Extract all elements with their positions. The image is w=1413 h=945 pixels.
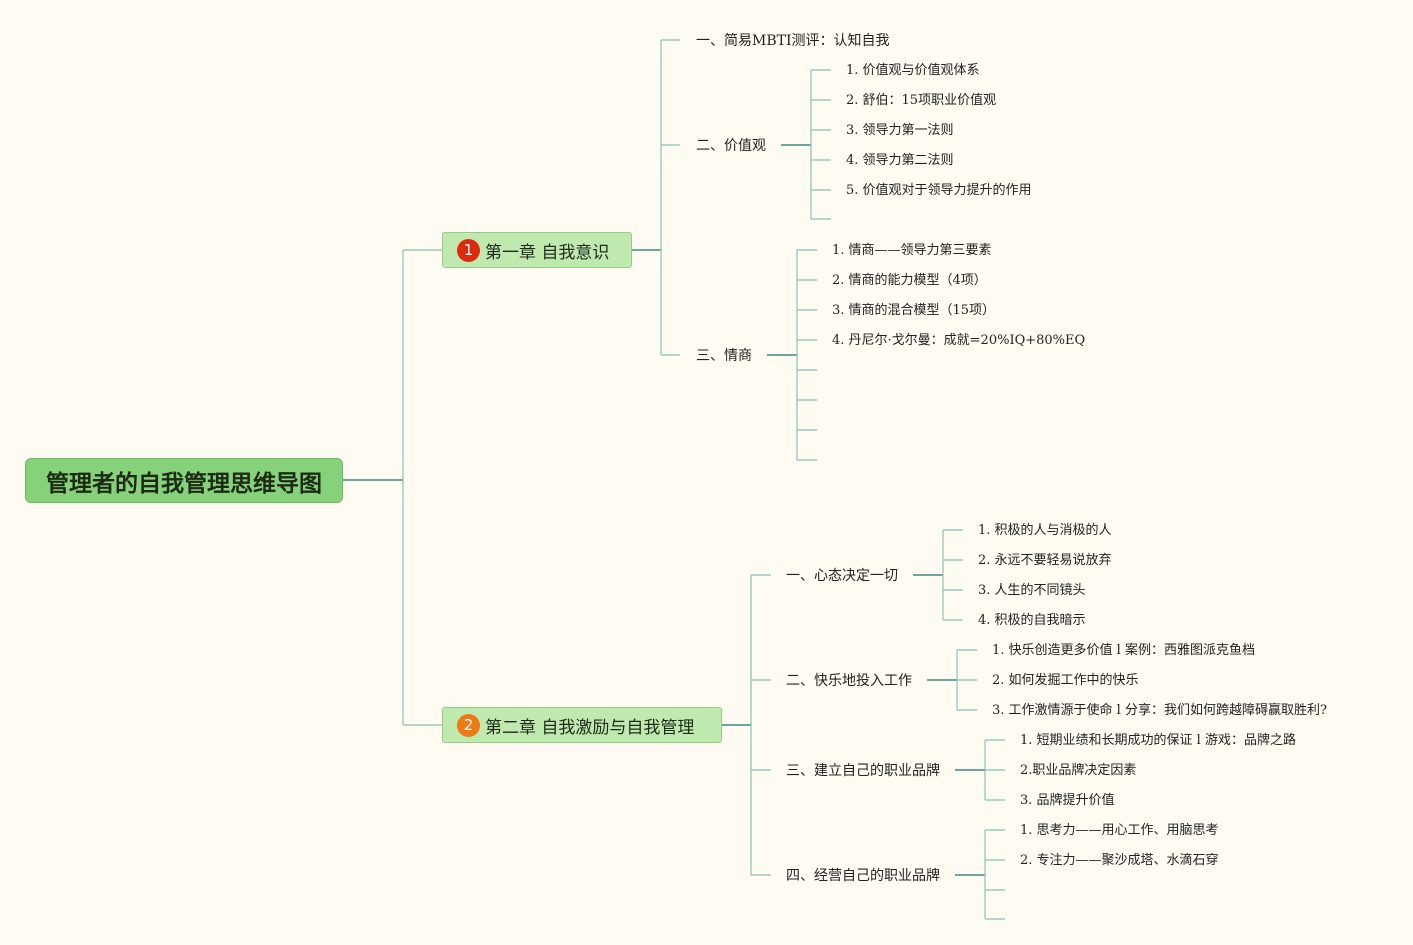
chapter-2-label: 第二章 自我激励与自我管理 xyxy=(485,717,695,738)
chapter-1-number-badge: 1 xyxy=(457,238,480,262)
ch2-s3-item-2[interactable]: 2.职业品牌决定因素 xyxy=(1020,763,1137,778)
ch1-s2-item-3[interactable]: 3. 领导力第一法则 xyxy=(846,123,954,138)
ch2-section-3[interactable]: 三、建立自己的职业品牌 xyxy=(786,763,940,779)
ch1-s2-item-2[interactable]: 2. 舒伯：15项职业价值观 xyxy=(846,93,997,108)
chapter-2-topic[interactable]: 2 第二章 自我激励与自我管理 xyxy=(442,707,722,743)
ch1-s3-item-4[interactable]: 4. 丹尼尔·戈尔曼：成就=20%IQ+80%EQ xyxy=(832,333,1086,348)
ch1-section-1[interactable]: 一、简易MBTI测评：认知自我 xyxy=(696,33,890,49)
chapter-1-topic[interactable]: 1 第一章 自我意识 xyxy=(442,232,632,268)
ch1-section-3[interactable]: 三、情商 xyxy=(696,348,752,364)
ch1-s2-item-4[interactable]: 4. 领导力第二法则 xyxy=(846,153,954,168)
chapter-1-label: 第一章 自我意识 xyxy=(485,242,610,263)
ch2-s1-item-4[interactable]: 4. 积极的自我暗示 xyxy=(978,613,1086,628)
ch2-s1-item-3[interactable]: 3. 人生的不同镜头 xyxy=(978,583,1086,598)
ch1-s3-item-1[interactable]: 1. 情商——领导力第三要素 xyxy=(832,243,992,258)
ch2-s2-item-2[interactable]: 2. 如何发掘工作中的快乐 xyxy=(992,673,1139,688)
ch2-section-2[interactable]: 二、快乐地投入工作 xyxy=(786,673,912,689)
root-topic[interactable]: 管理者的自我管理思维导图 xyxy=(25,458,343,503)
ch2-s3-item-1[interactable]: 1. 短期业绩和长期成功的保证 l 游戏：品牌之路 xyxy=(1020,733,1296,748)
ch2-s3-item-3[interactable]: 3. 品牌提升价值 xyxy=(1020,793,1115,808)
ch2-s2-item-3[interactable]: 3. 工作激情源于使命 l 分享：我们如何跨越障碍赢取胜利? xyxy=(992,703,1327,718)
ch2-section-4[interactable]: 四、经营自己的职业品牌 xyxy=(786,868,940,884)
ch1-s3-item-2[interactable]: 2. 情商的能力模型（4项） xyxy=(832,273,987,288)
ch1-s2-item-1[interactable]: 1. 价值观与价值观体系 xyxy=(846,63,980,78)
ch1-s3-item-3[interactable]: 3. 情商的混合模型（15项） xyxy=(832,303,996,318)
ch2-s2-item-1[interactable]: 1. 快乐创造更多价值 l 案例：西雅图派克鱼档 xyxy=(992,643,1255,658)
ch2-s1-item-1[interactable]: 1. 积极的人与消极的人 xyxy=(978,523,1112,538)
ch1-section-2[interactable]: 二、价值观 xyxy=(696,138,766,154)
ch2-s4-item-2[interactable]: 2. 专注力——聚沙成塔、水滴石穿 xyxy=(1020,853,1219,868)
ch2-s4-item-1[interactable]: 1. 思考力——用心工作、用脑思考 xyxy=(1020,823,1219,838)
ch2-section-1[interactable]: 一、心态决定一切 xyxy=(786,568,898,584)
chapter-2-number-badge: 2 xyxy=(457,713,480,737)
ch1-s2-item-5[interactable]: 5. 价值观对于领导力提升的作用 xyxy=(846,183,1032,198)
ch2-s1-item-2[interactable]: 2. 永远不要轻易说放弃 xyxy=(978,553,1112,568)
root-topic-label: 管理者的自我管理思维导图 xyxy=(46,470,322,497)
